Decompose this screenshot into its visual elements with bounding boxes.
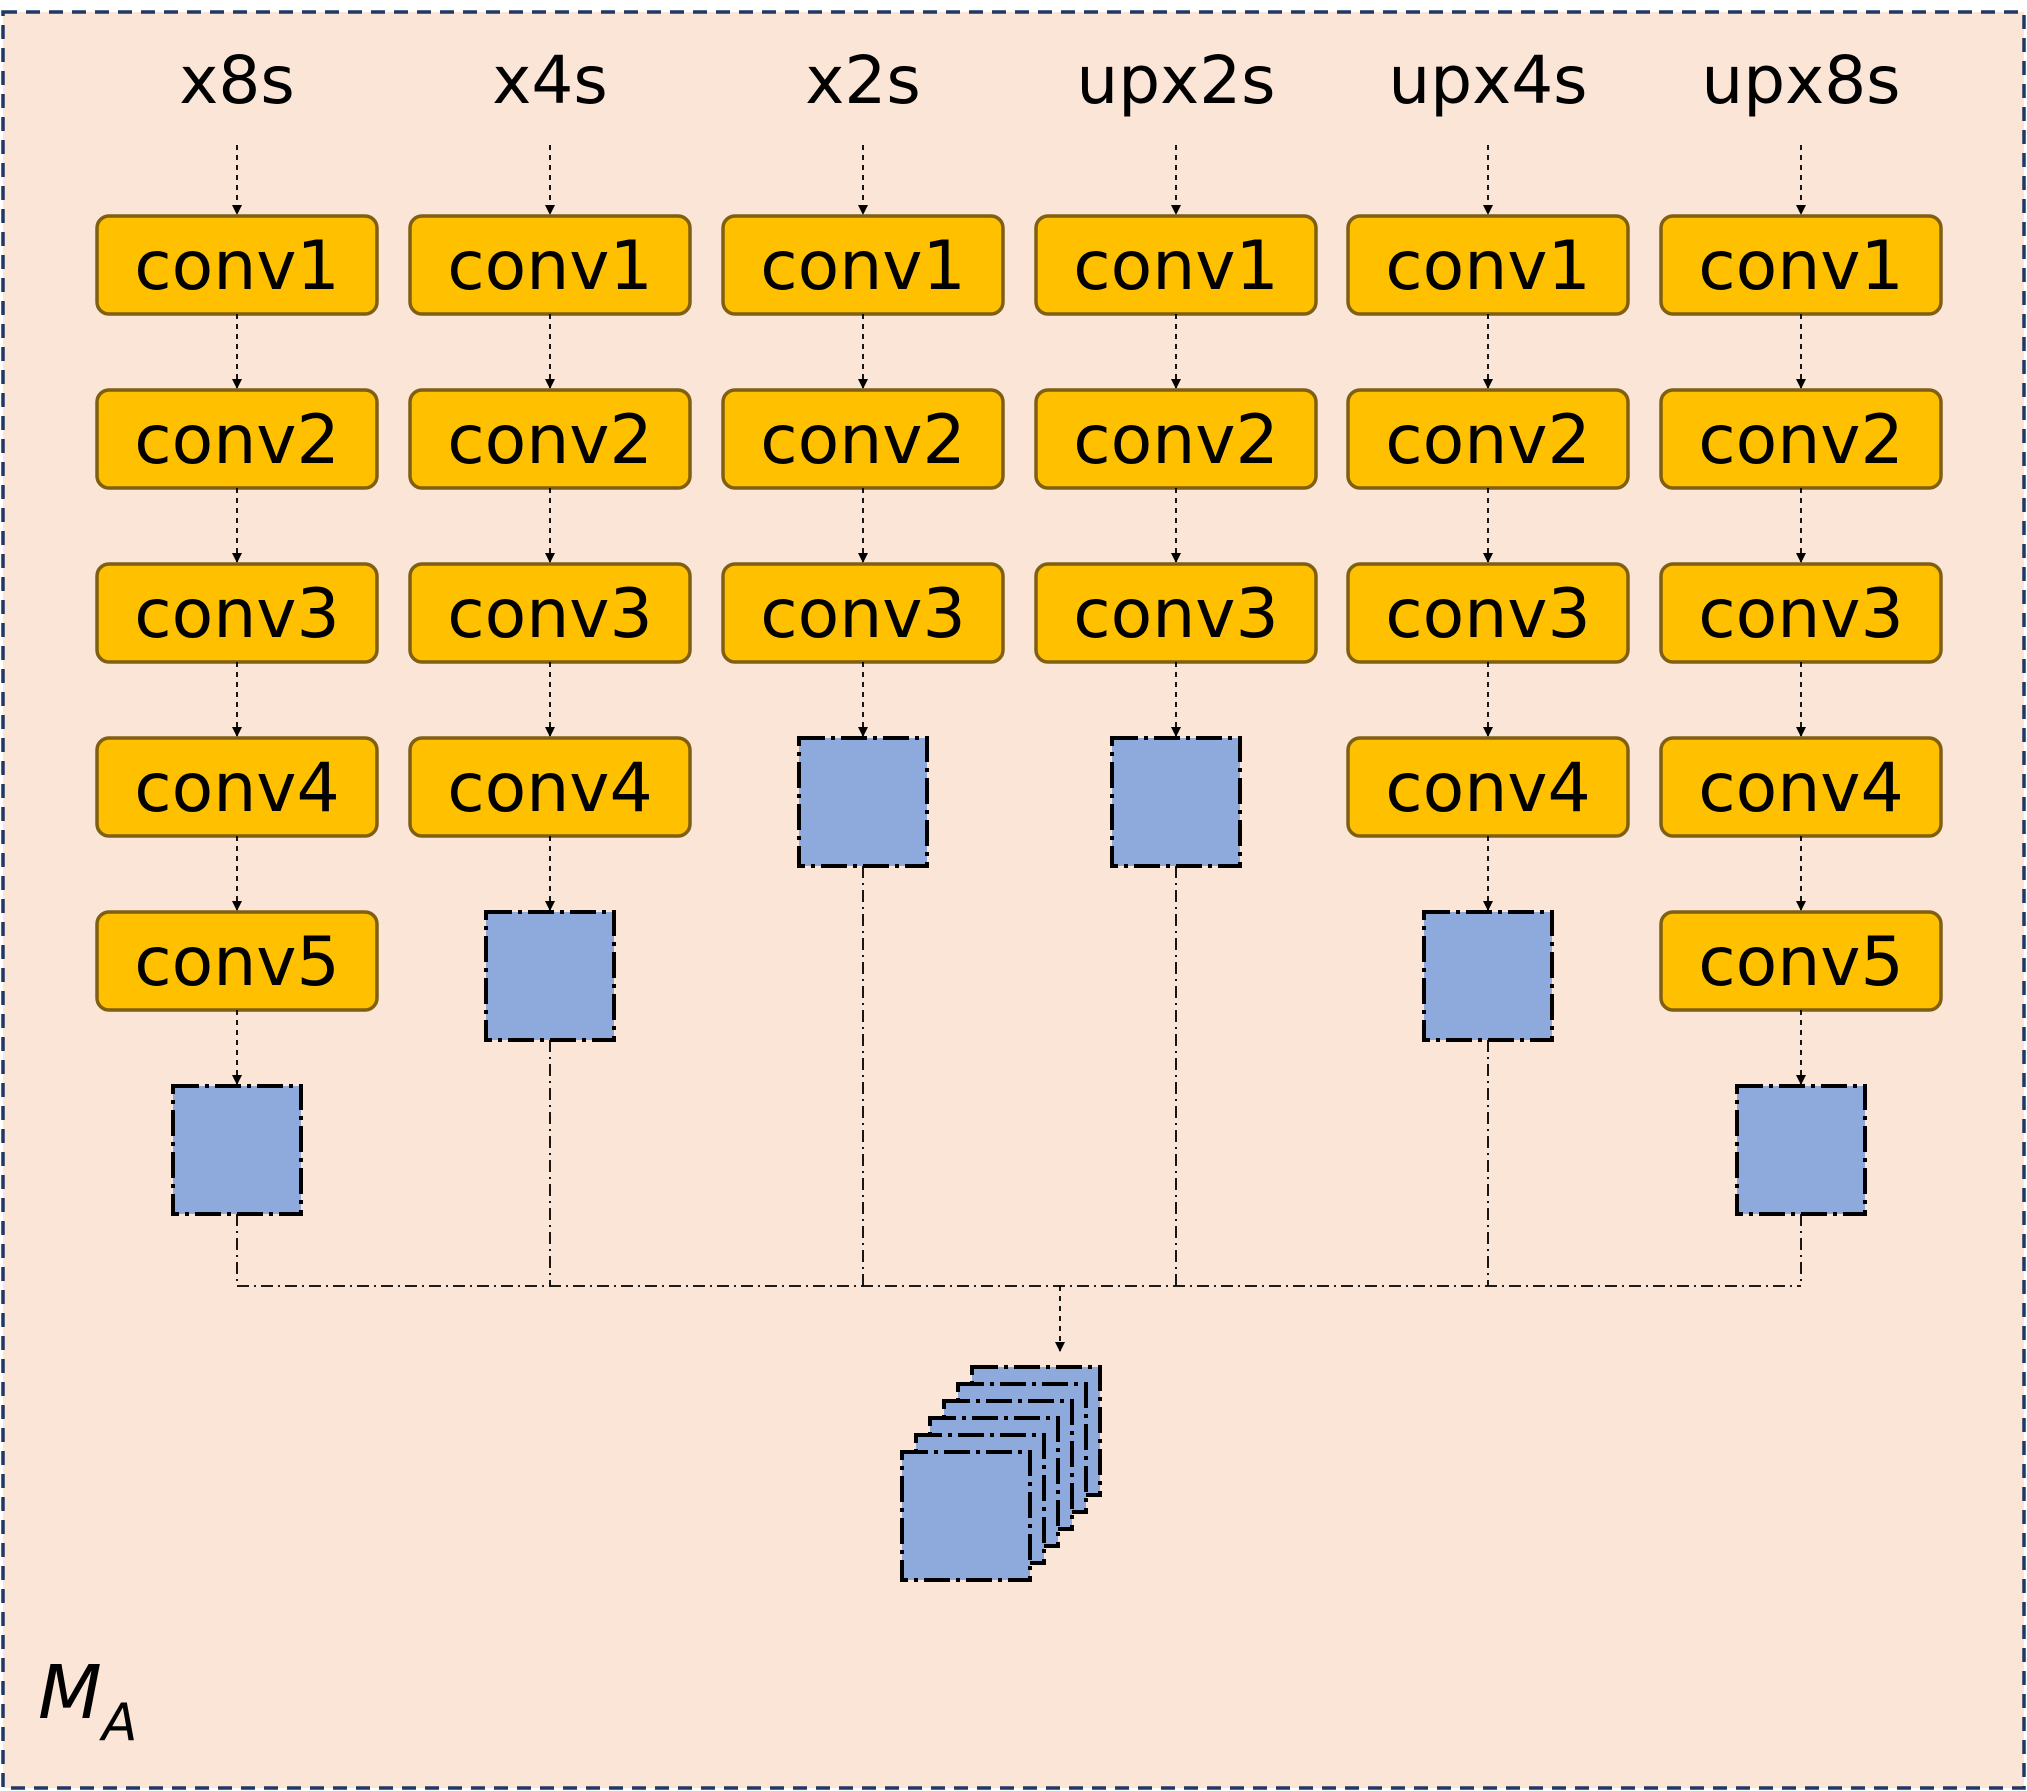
conv-block-label: conv5: [134, 923, 340, 1002]
branch-upx8s: upx8s conv1 conv2 conv3 conv4 conv5: [1659, 42, 1943, 1216]
conv-block-label: conv2: [760, 401, 966, 480]
branch-x2s: x2s conv1 conv2 conv3: [721, 42, 1005, 868]
module-label: MA: [38, 1650, 137, 1753]
conv-block-label: conv4: [1385, 749, 1591, 828]
conv-block-label: conv2: [134, 401, 340, 480]
module-label-subscript: A: [99, 1693, 138, 1753]
conv-block-label: conv4: [447, 749, 653, 828]
feature-map: [171, 1084, 303, 1216]
branch-upx4s: upx4s conv1 conv2 conv3 conv4: [1346, 42, 1630, 1042]
conv-block-label: conv3: [134, 575, 340, 654]
column-label: x8s: [179, 42, 294, 119]
column-label: upx4s: [1388, 42, 1587, 119]
module-label-main: M: [38, 1650, 102, 1736]
conv-block-label: conv1: [1698, 227, 1904, 306]
feature-map: [1422, 910, 1554, 1042]
column-label: x2s: [805, 42, 920, 119]
branch-upx2s: upx2s conv1 conv2 conv3: [1034, 42, 1318, 868]
branch-x8s: x8s conv1 conv2 conv3 conv4 conv5: [95, 42, 379, 1216]
column-label: upx2s: [1076, 42, 1275, 119]
column-label: x4s: [492, 42, 607, 119]
feature-map: [1735, 1084, 1867, 1216]
conv-block-label: conv1: [760, 227, 966, 306]
conv-block-label: conv1: [1385, 227, 1591, 306]
merge-connector: [236, 866, 1802, 1352]
conv-block-label: conv3: [447, 575, 653, 654]
conv-block-label: conv3: [760, 575, 966, 654]
conv-block-label: conv5: [1698, 923, 1904, 1002]
conv-block-label: conv1: [1073, 227, 1279, 306]
stacked-feature-map: [900, 1450, 1032, 1582]
conv-block-label: conv2: [1698, 401, 1904, 480]
conv-block-label: conv3: [1073, 575, 1279, 654]
column-label: upx8s: [1701, 42, 1900, 119]
conv-block-label: conv2: [1073, 401, 1279, 480]
output-feature-stack: [900, 1365, 1102, 1582]
conv-block-label: conv4: [1698, 749, 1904, 828]
conv-block-label: conv1: [134, 227, 340, 306]
feature-map: [797, 736, 929, 868]
conv-block-label: conv2: [1385, 401, 1591, 480]
branch-columns: x8s conv1 conv2 conv3 conv4 conv5 x4s conv1 conv…: [95, 42, 1943, 1216]
feature-map: [1110, 736, 1242, 868]
conv-block-label: conv4: [134, 749, 340, 828]
conv-block-label: conv3: [1698, 575, 1904, 654]
feature-map: [484, 910, 616, 1042]
conv-block-label: conv3: [1385, 575, 1591, 654]
conv-block-label: conv2: [447, 401, 653, 480]
conv-block-label: conv1: [447, 227, 653, 306]
branch-x4s: x4s conv1 conv2 conv3 conv4: [408, 42, 692, 1042]
